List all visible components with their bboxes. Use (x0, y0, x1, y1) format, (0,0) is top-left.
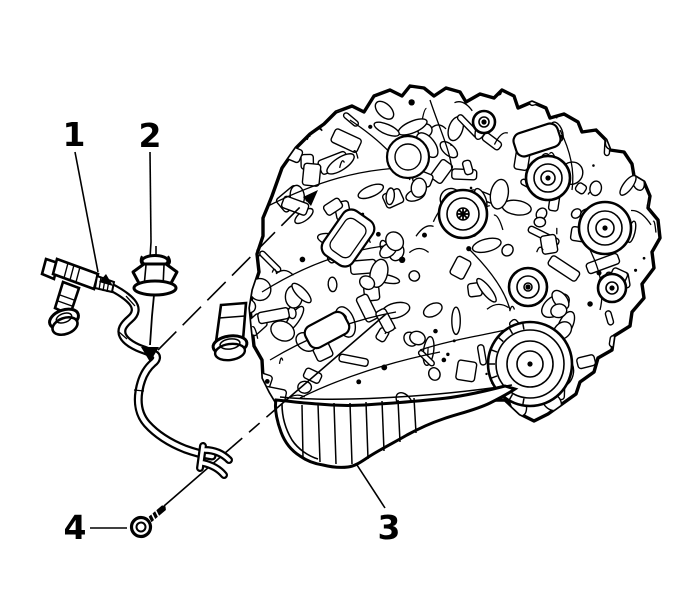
pulley (577, 200, 633, 256)
callout-4: 4 (64, 508, 127, 547)
callout-label-2: 2 (139, 116, 162, 155)
callout-label-3: 3 (378, 508, 401, 547)
leader-arrow-1 (99, 274, 113, 286)
pulley (524, 154, 572, 202)
pulley (507, 266, 549, 308)
callout-3: 3 (356, 464, 401, 547)
oil-pan-ribs (301, 397, 417, 465)
water-outlet-spout (211, 301, 249, 362)
projection-line-tube-to-engine (157, 190, 318, 351)
tube-nut (131, 241, 179, 297)
oil-pan (274, 384, 519, 469)
oil-level-tube (95, 277, 217, 461)
oil-fill-circle (385, 134, 431, 180)
intake-runner-a (320, 208, 376, 268)
bracket-bolt (129, 505, 166, 539)
callout-label-1: 1 (63, 115, 86, 154)
callout-2: 2 (139, 116, 162, 243)
callout-1: 1 (63, 115, 113, 286)
engine-features (261, 99, 603, 399)
tube-seams (118, 295, 145, 392)
callout-label-4: 4 (64, 508, 87, 547)
tube-end-bracket (196, 442, 233, 479)
pulley (596, 272, 628, 304)
pulleys (437, 109, 633, 408)
pulley (471, 109, 497, 135)
tube-mounting-tab (141, 294, 159, 362)
intake-runner-b (303, 310, 351, 350)
pulley (437, 188, 489, 240)
tube-t-fitting (40, 257, 116, 337)
valve-cover (512, 122, 562, 158)
